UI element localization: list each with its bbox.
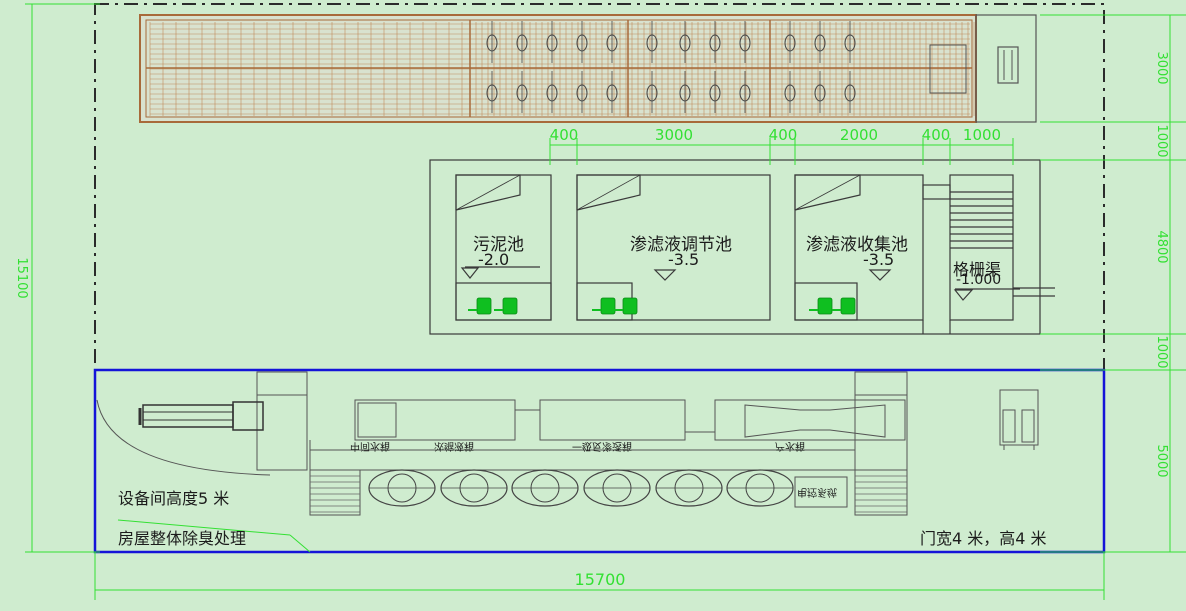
tank-name-collection: 渗滤液收集池 <box>806 235 908 255</box>
dimension-text: 400 3000 400 2000 400 1000 3000 1000 4800 1000 500… <box>14 51 1169 589</box>
equip-label-middle-tank: 中间水箱 <box>350 440 390 451</box>
dim-label-top: 400 <box>922 126 951 144</box>
dim-label-right: 5000 <box>1154 444 1169 477</box>
dim-label-top: 400 <box>550 126 579 144</box>
step-lines <box>310 475 907 513</box>
tank-level-collection: -3.5 <box>863 250 895 269</box>
equip-label-control: 电控系统 <box>797 486 837 497</box>
dim-label-top: 2000 <box>840 126 878 144</box>
tank-level-regulating: -3.5 <box>668 250 700 269</box>
tank-name-barscreen: 格栅渠 <box>953 260 1002 279</box>
pump-icon <box>817 297 833 315</box>
dim-label-right: 3000 <box>1154 51 1169 84</box>
dim-label-top: 1000 <box>963 126 1001 144</box>
dim-label-overall-height: 15100 <box>14 257 29 298</box>
dimension-lines <box>25 3 1186 600</box>
pump-icon <box>502 297 518 315</box>
equipment-linework <box>96 371 1039 553</box>
aerator-array <box>486 21 856 113</box>
bio-tank <box>139 14 1037 123</box>
pump-group <box>468 297 856 315</box>
note-deodorization: 房屋整体除臭处理 <box>118 529 247 548</box>
dim-label-overall-width: 15700 <box>575 570 626 589</box>
equipment-building <box>93 368 1106 554</box>
pump-icon <box>600 297 616 315</box>
tank-grid <box>146 20 975 117</box>
note-room-height: 设备间高度5 米 <box>118 489 230 508</box>
dim-label-right: 1000 <box>1154 335 1169 368</box>
tank-name-sludge: 污泥池 <box>473 235 524 255</box>
tank-level-barscreen: -1.000 <box>956 272 1002 288</box>
note-door-size: 门宽4 米，高4 米 <box>920 529 1047 548</box>
dim-label-right: 4800 <box>1154 230 1169 263</box>
equip-label-concentrate: 浓缩液箱 <box>434 440 474 451</box>
pump-icon <box>840 297 856 315</box>
tank-level-sludge: -2.0 <box>478 250 510 269</box>
pump-icon <box>622 297 638 315</box>
dim-label-top: 400 <box>769 126 798 144</box>
separator <box>138 401 264 431</box>
equip-label-ro: 一级反渗透箱 <box>572 440 632 451</box>
storage-tanks <box>368 469 794 507</box>
tank-name-regulating: 渗滤液调节池 <box>630 235 732 255</box>
pump-icon <box>476 297 492 315</box>
dim-label-right: 1000 <box>1154 124 1169 157</box>
equip-label-product: 产水箱 <box>775 440 805 451</box>
dim-label-top: 3000 <box>655 126 693 144</box>
